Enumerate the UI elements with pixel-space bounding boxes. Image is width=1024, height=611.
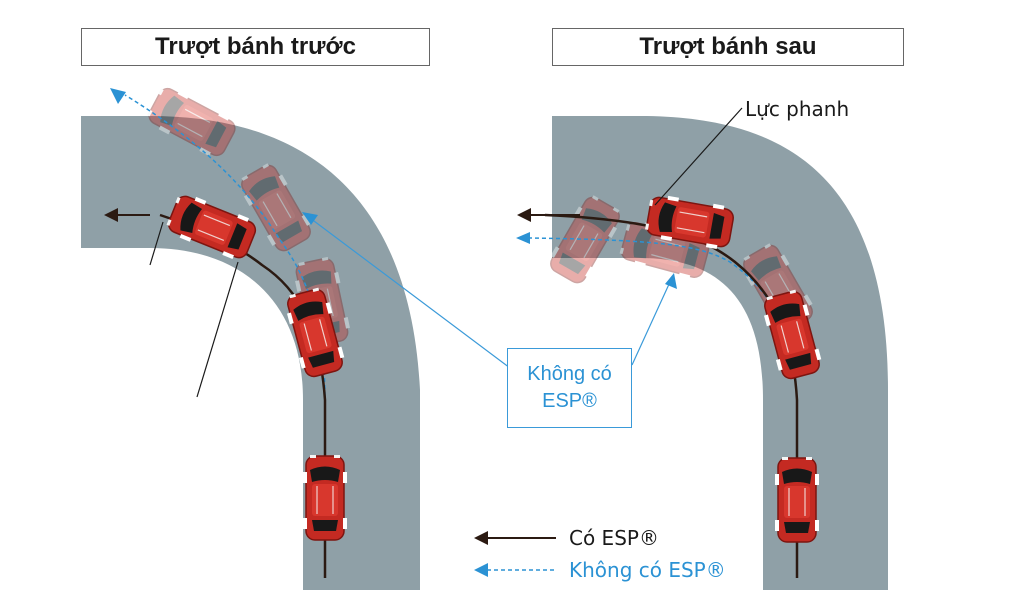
title-front-wheel-skid: Trượt bánh trước xyxy=(81,28,430,66)
pointer-no-esp-left xyxy=(309,217,511,369)
callout-no-esp-line1: Không có xyxy=(527,363,612,385)
label-brake-force: Lực phanh xyxy=(745,97,850,121)
legend-with-esp: Có ESP® xyxy=(569,526,659,550)
legend-without-esp: Không có ESP® xyxy=(569,558,726,582)
path-no-esp-right xyxy=(529,237,798,578)
pointer-no-esp-right-head xyxy=(665,273,677,289)
pointer-left-1 xyxy=(149,221,164,266)
car-esp-left-1 xyxy=(302,454,348,541)
callout-no-esp: Không có ESP® xyxy=(507,348,632,428)
pointer-no-esp-left-head xyxy=(302,212,318,225)
arrow-esp-right-head xyxy=(517,208,531,222)
legend-esp-head xyxy=(474,531,488,545)
callout-no-esp-line2: ESP® xyxy=(542,390,597,412)
car-esp-right-1 xyxy=(774,456,820,543)
arrow-no-esp-left-head xyxy=(110,88,126,104)
title-rear-wheel-skid: Trượt bánh sau xyxy=(552,28,904,66)
pointer-brake xyxy=(654,107,743,206)
arrow-no-esp-right-head xyxy=(516,232,530,244)
arrow-esp-left-head xyxy=(104,208,118,222)
legend-no-esp-head xyxy=(474,563,488,577)
pointer-left-2 xyxy=(196,261,239,398)
pointer-no-esp-right xyxy=(631,281,671,366)
